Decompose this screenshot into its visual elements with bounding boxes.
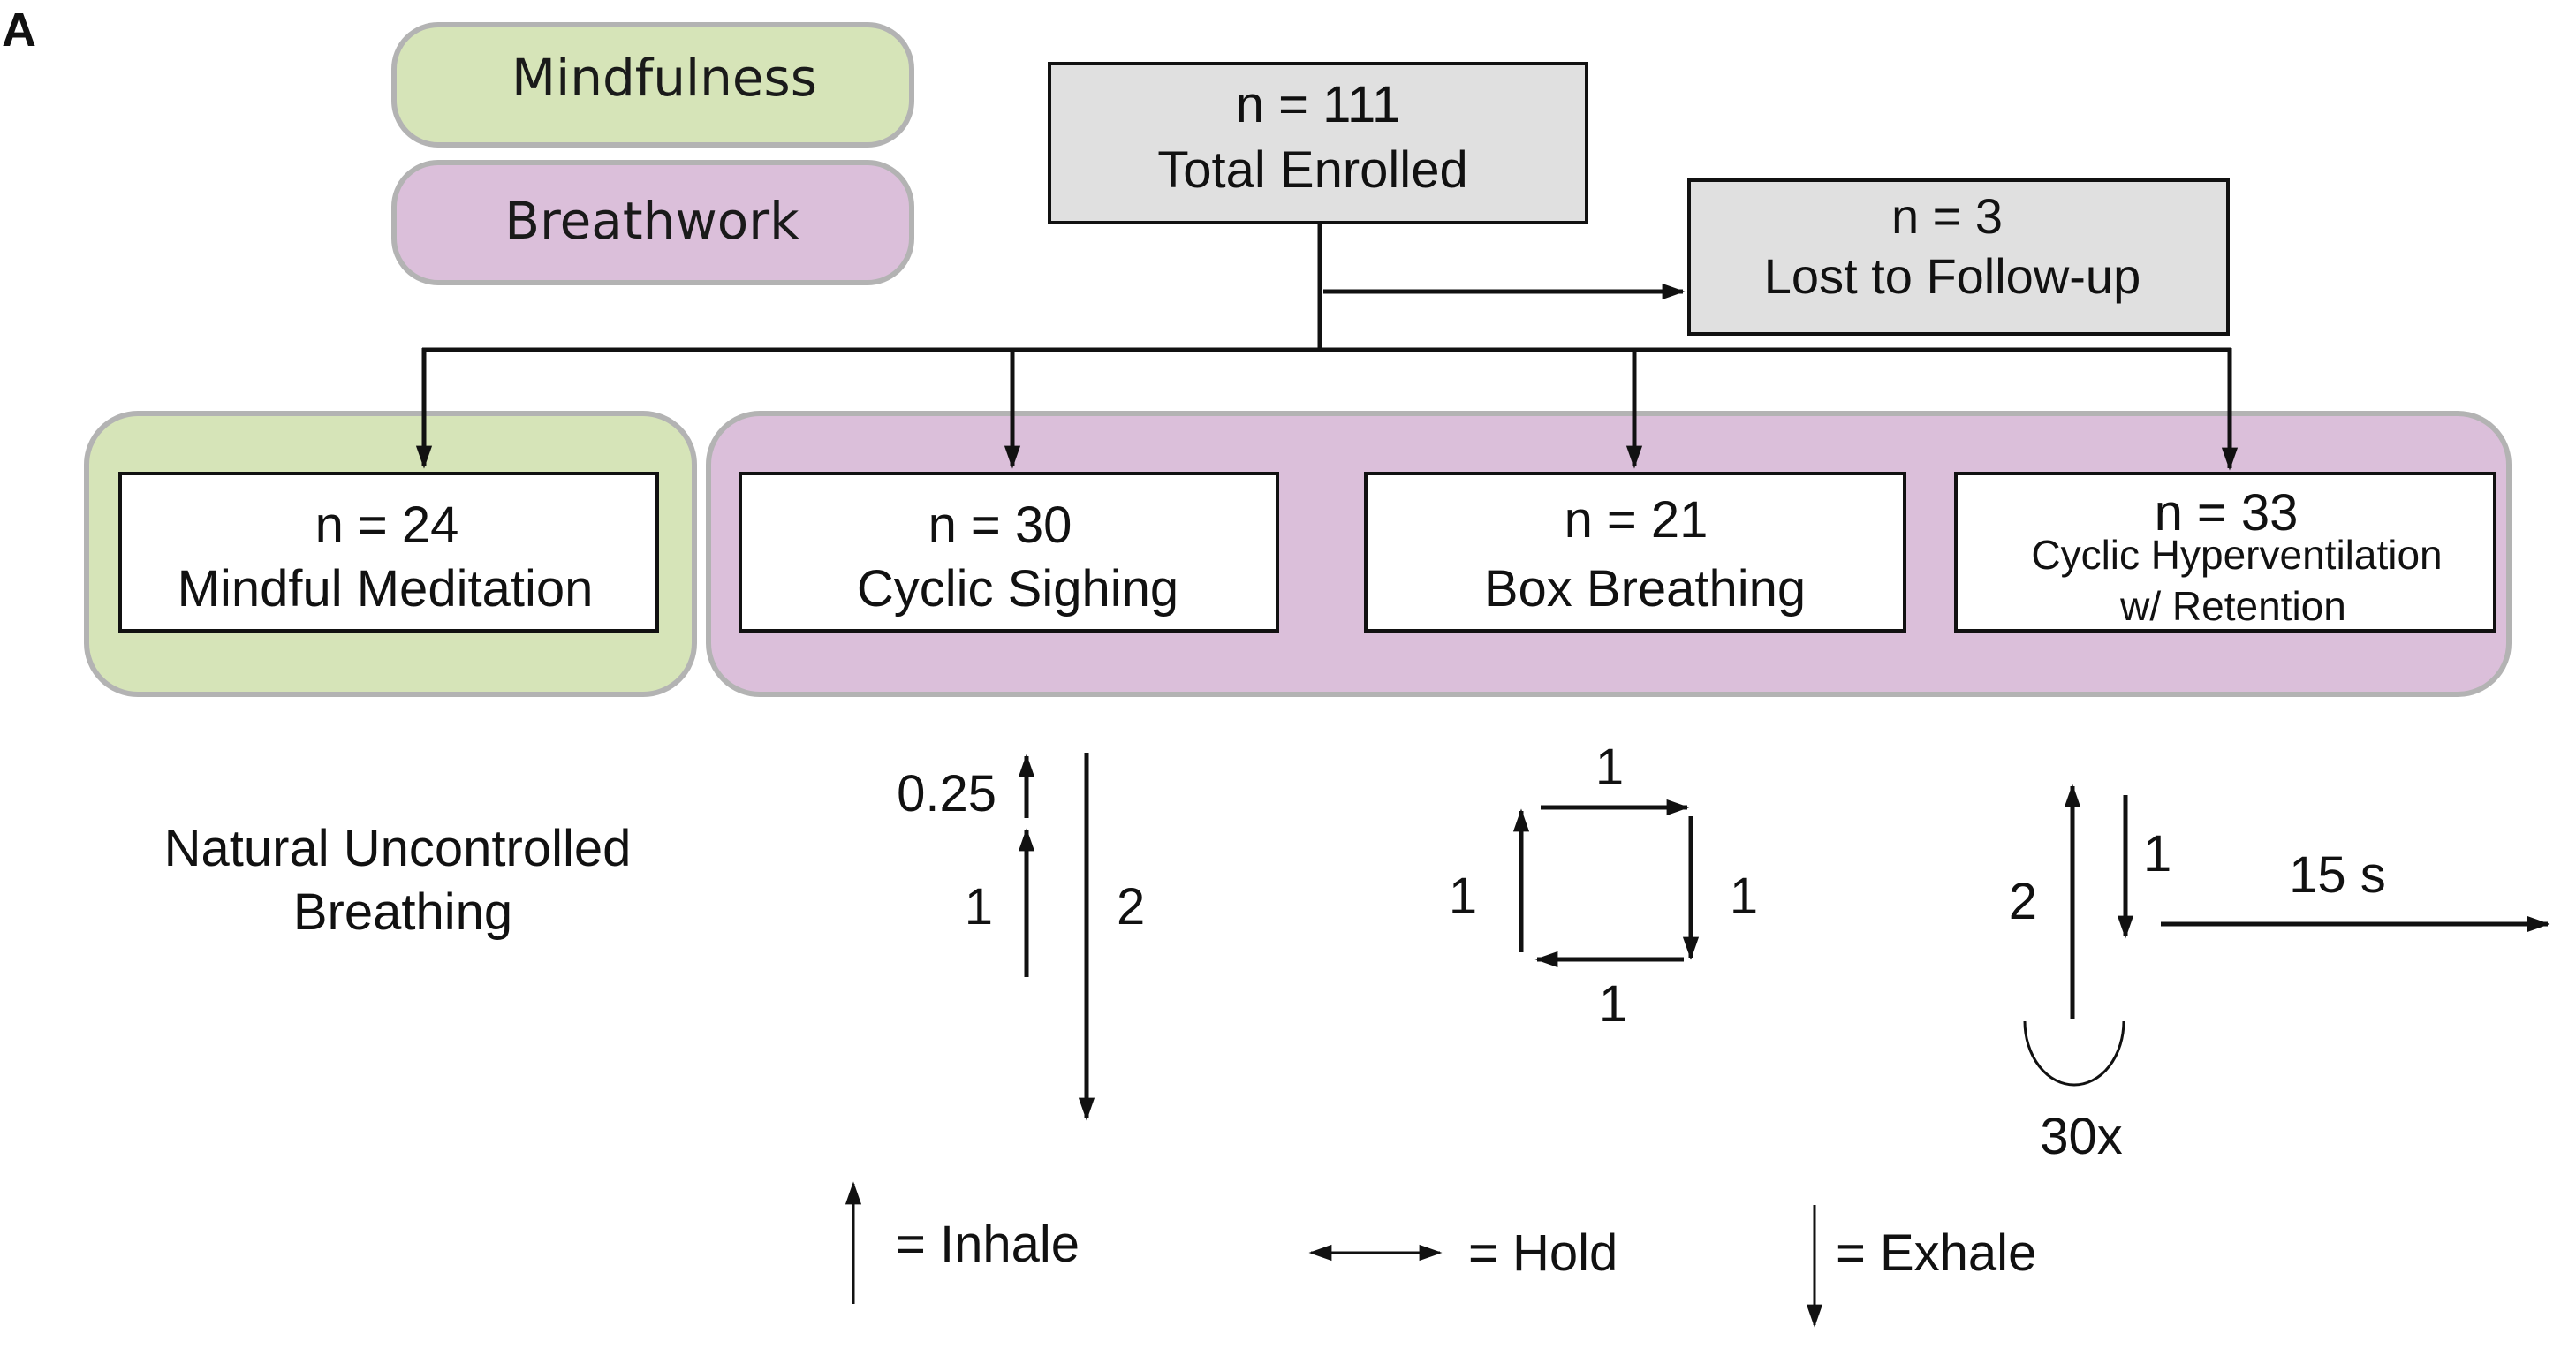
- hyper-repeat-loop: [2023, 1020, 2125, 1087]
- lost-follow-up-box: [1687, 178, 2230, 336]
- flow-connectors: [415, 223, 2239, 471]
- box-top-duration: 1: [1595, 739, 1624, 796]
- box-breathing-n: n = 21: [1565, 491, 1708, 549]
- cyclic-sighing-n: n = 30: [928, 496, 1072, 554]
- sighing-exhale-duration: 2: [1117, 878, 1145, 936]
- sighing-inhale2-duration: 0.25: [897, 765, 996, 822]
- mindful-meditation-label: Mindful Meditation: [178, 560, 594, 618]
- cyclic-hyperventilation-label-line2: w/ Retention: [2119, 583, 2346, 629]
- hyper-exhale-duration: 1: [2143, 825, 2171, 883]
- sighing-inhale1-duration: 1: [965, 878, 993, 936]
- box-bottom-duration: 1: [1599, 975, 1627, 1033]
- cyclic-hyperventilation-label-line1: Cyclic Hyperventilation: [2031, 532, 2442, 578]
- key-hold-label: = Hold: [1468, 1224, 1618, 1282]
- mindfulness-legend-label: Mindfulness: [511, 48, 817, 108]
- hyperventilation-pattern: [2023, 784, 2550, 1087]
- box-breathing-box: [1364, 472, 1906, 633]
- total-enrolled-label: Total Enrolled: [1157, 141, 1467, 199]
- lost-follow-up-label: Lost to Follow-up: [1764, 248, 2140, 304]
- breathwork-legend-label: Breathwork: [504, 191, 799, 251]
- cyclic-sighing-pattern: [1018, 753, 1095, 1121]
- hyper-inhale-duration: 2: [2009, 873, 2037, 930]
- key-exhale-label: = Exhale: [1836, 1224, 2036, 1282]
- box-right-duration: 1: [1730, 868, 1758, 925]
- box-left-duration: 1: [1449, 868, 1477, 925]
- cyclic-hyperventilation-n: n = 33: [2155, 484, 2299, 542]
- box-breathing-pattern: [1512, 799, 1700, 968]
- total-enrolled-n: n = 111: [1236, 76, 1401, 133]
- cyclic-hyperventilation-box: [1954, 472, 2496, 633]
- cyclic-sighing-label: Cyclic Sighing: [857, 560, 1178, 618]
- natural-breathing-line2: Breathing: [293, 883, 512, 941]
- hyper-hold-duration: 15 s: [2289, 846, 2386, 904]
- natural-breathing-line1: Natural Uncontrolled: [164, 820, 632, 877]
- mindful-meditation-n: n = 24: [315, 496, 459, 554]
- hyper-repeat-count: 30x: [2040, 1108, 2123, 1165]
- mindful-meditation-box: [118, 472, 659, 633]
- mindfulness-legend-pill: [391, 22, 914, 148]
- lost-follow-up-n: n = 3: [1891, 188, 2003, 244]
- panel-letter: A: [2, 4, 36, 57]
- arrow-key: [845, 1181, 1823, 1328]
- key-inhale-label: = Inhale: [896, 1216, 1080, 1273]
- total-enrolled-box: [1048, 62, 1588, 224]
- breathwork-legend-pill: [391, 160, 914, 285]
- cyclic-sighing-box: [739, 472, 1279, 633]
- box-breathing-label: Box Breathing: [1484, 560, 1806, 618]
